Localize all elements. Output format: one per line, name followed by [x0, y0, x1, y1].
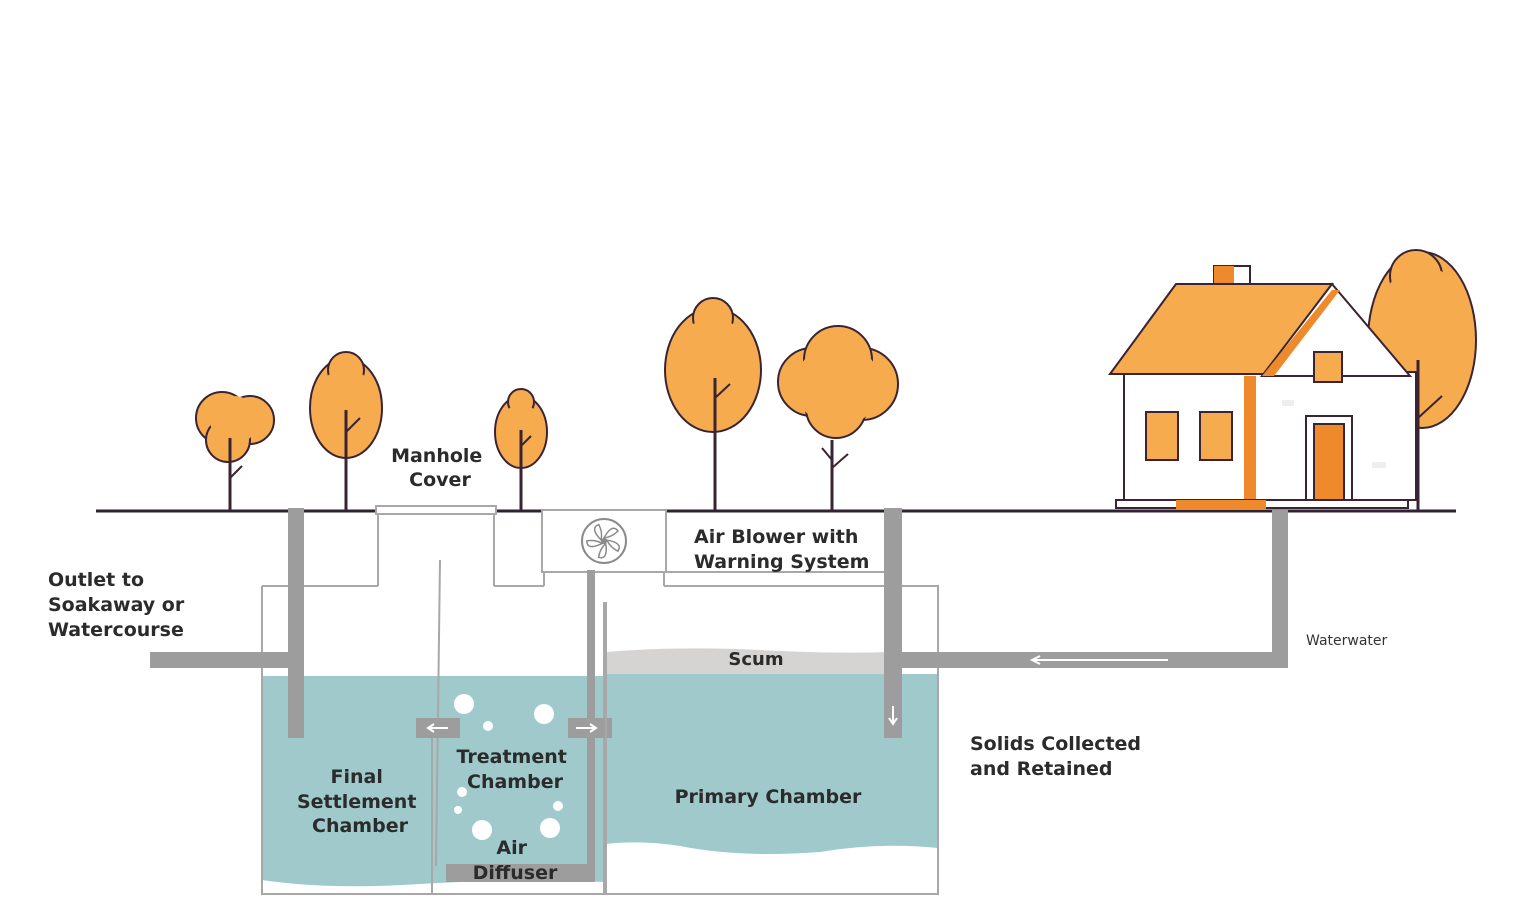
treatment-chamber-label: Treatment Chamber	[457, 746, 574, 793]
air-blower-label: Air Blower with Warning System	[694, 526, 869, 573]
final-settlement-label: Final Settlement Chamber	[297, 766, 423, 837]
tree-4	[664, 297, 762, 510]
air-diffuser-label: Air Diffuser	[473, 837, 558, 884]
scum-layer	[606, 648, 886, 676]
tree-1	[195, 391, 275, 510]
manhole-cover-label: Manhole Cover	[391, 445, 489, 491]
tree-2	[309, 351, 383, 510]
fan-icon	[581, 518, 627, 564]
air-bubbles	[454, 694, 563, 840]
water-primary	[606, 674, 938, 854]
scum-label: Scum	[728, 649, 783, 670]
manhole-cover	[375, 505, 497, 515]
primary-chamber-label: Primary Chamber	[675, 786, 862, 808]
tree-5	[777, 325, 899, 510]
tree-3	[494, 388, 548, 510]
pipes	[150, 508, 1288, 882]
wastewater-label: Waterwater	[1306, 633, 1388, 649]
outlet-label: Outlet to Soakaway or Watercourse	[48, 569, 191, 641]
flow-arrows	[426, 655, 1168, 733]
house	[1108, 265, 1417, 510]
tank-outline	[261, 512, 939, 895]
solids-label: Solids Collected and Retained	[970, 733, 1148, 780]
